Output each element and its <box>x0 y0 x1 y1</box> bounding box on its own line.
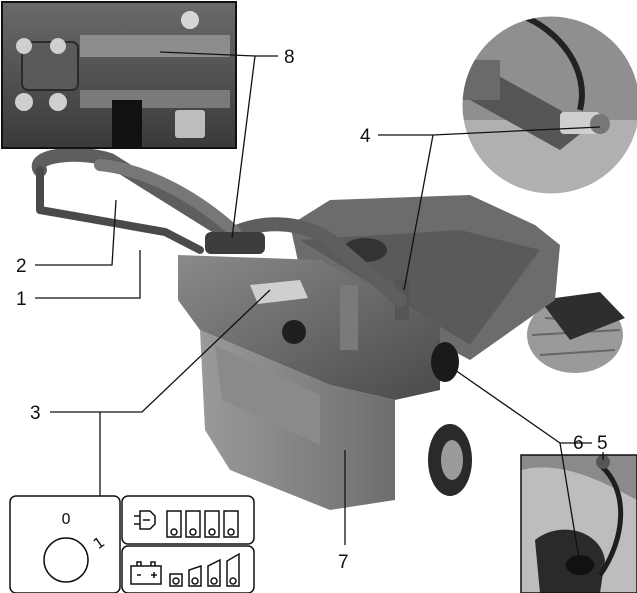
detail-photo-lever-pin <box>459 13 637 197</box>
callout-7: 7 <box>338 552 349 573</box>
callout-6: 6 <box>573 433 584 454</box>
callout-8: 8 <box>284 47 295 68</box>
battery-icon <box>130 561 162 585</box>
leader-line-6 <box>454 369 592 566</box>
machine-body <box>178 255 440 400</box>
leader-line-3 <box>50 289 271 496</box>
leader-line-1 <box>35 250 141 299</box>
detail-photo-handle-clamp <box>1 1 237 149</box>
callout-2: 2 <box>16 256 27 277</box>
switch-off-symbol: 0 <box>61 510 71 528</box>
side-brush <box>527 292 625 373</box>
detail-photo-charger-socket <box>520 454 637 593</box>
callout-labels: 8 4 2 1 3 6 5 7 <box>16 47 608 573</box>
callout-4: 4 <box>360 126 371 147</box>
sweeper-machine <box>31 147 625 510</box>
switch-symbol-panel: 0 1 <box>9 495 121 593</box>
leader-line-4 <box>378 126 601 291</box>
leader-line-8 <box>159 51 278 239</box>
callout-1: 1 <box>16 289 27 310</box>
charge-level-icon <box>169 552 240 587</box>
callout-5: 5 <box>597 433 608 454</box>
charging-indicator-panel <box>121 495 255 593</box>
key-switch-icon <box>43 537 89 583</box>
plug-icon <box>134 510 156 530</box>
leader-lines <box>35 51 604 566</box>
charge-level-icon <box>166 510 239 538</box>
leader-line-2 <box>35 199 117 266</box>
callout-3: 3 <box>30 403 41 424</box>
